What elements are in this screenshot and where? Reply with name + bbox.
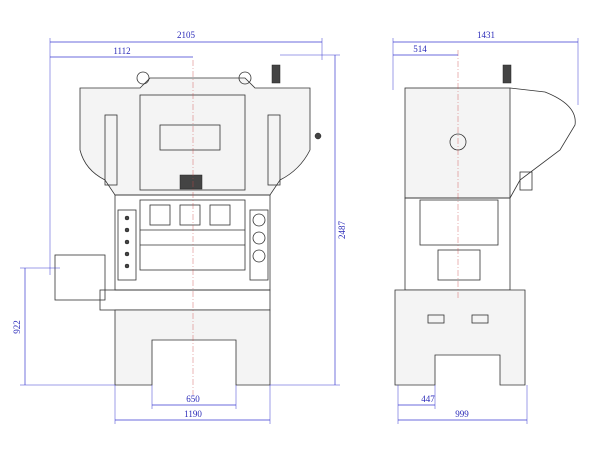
dim-base-width: 1190: [184, 409, 202, 419]
dim-overall-height: 2487: [337, 221, 347, 240]
dim-side-base-depth: 999: [455, 409, 469, 419]
side-base: [394, 289, 526, 386]
dim-side-depth: 1431: [477, 30, 495, 40]
base: [114, 309, 271, 386]
dim-side-base-offset: 447: [421, 394, 435, 404]
dim-bed-height: 922: [12, 320, 22, 334]
gauge: [314, 132, 322, 140]
control-buttons: [124, 215, 130, 269]
frame-columns: [114, 194, 271, 291]
vent-grille: [419, 199, 499, 246]
feeder: [54, 254, 106, 301]
side-air-valve: [502, 64, 512, 84]
side-slide: [437, 249, 481, 281]
die-set: [140, 204, 245, 246]
flywheel-guard: [509, 87, 576, 199]
side-body-lower: [404, 197, 511, 291]
side-body-upper: [404, 87, 511, 199]
side-panel-left: [104, 114, 118, 186]
flywheel-cover: [139, 94, 246, 191]
dim-side-center: 514: [413, 44, 427, 54]
side-view: [394, 50, 576, 386]
nameplate: [159, 124, 221, 151]
control-panel-right: [249, 209, 269, 281]
lifting-eye-right: [238, 71, 252, 85]
bolster: [99, 289, 271, 311]
pressure-gauges: [252, 213, 266, 263]
handle-right: [471, 314, 489, 324]
front-view: [54, 60, 322, 395]
slide: [139, 199, 246, 271]
dim-overall-width: 2105: [177, 30, 196, 40]
dim-center-offset: 1112: [113, 46, 130, 56]
dim-bolster-inner: 650: [186, 394, 200, 404]
control-panel-left: [117, 209, 137, 281]
lifting-eye-left: [136, 71, 150, 85]
air-valve: [271, 64, 281, 84]
dimensions: 2105 1112 2487 922 650 1190 1431 514 447…: [12, 30, 579, 424]
counter-display: [179, 174, 203, 190]
motor: [519, 171, 533, 191]
handle-left: [427, 314, 445, 324]
side-panel-right: [267, 114, 281, 186]
